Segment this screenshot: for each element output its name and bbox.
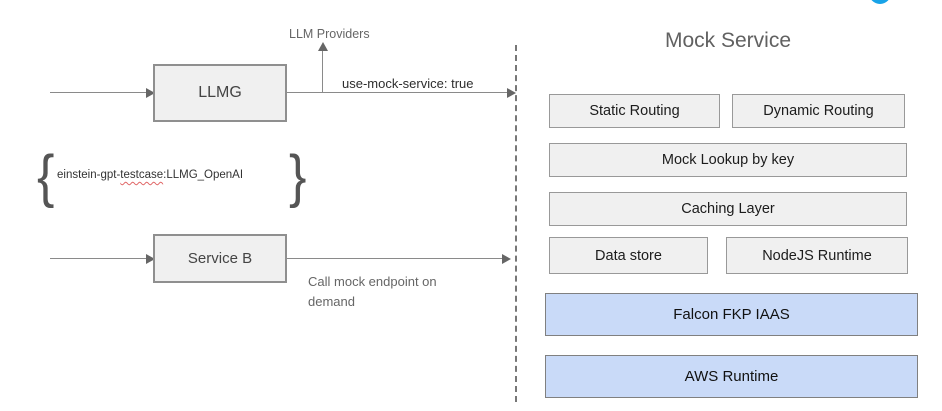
arrowhead-right-icon	[507, 88, 516, 98]
brace-close[interactable]: }	[288, 144, 307, 209]
mock-service-title[interactable]: Mock Service	[664, 29, 792, 52]
falcon-fkp-iaas-label: Falcon FKP IAAS	[673, 306, 790, 323]
collaborator-presence-dot	[869, 0, 891, 4]
caching-layer-box[interactable]: Caching Layer	[549, 192, 907, 226]
llm-providers-label[interactable]: LLM Providers	[289, 27, 370, 41]
arrow-line	[50, 258, 147, 259]
arrow-line	[287, 258, 503, 259]
mock-lookup-box[interactable]: Mock Lookup by key	[549, 143, 907, 177]
arrowhead-right-icon	[146, 88, 155, 98]
arrowhead-right-icon	[502, 254, 511, 264]
mapping-annotation[interactable]: einstein-gpt-testcase:LLMG_OpenAI	[57, 169, 243, 181]
call-mock-endpoint-label[interactable]: Call mock endpoint on demand	[308, 274, 437, 309]
arrow-line	[287, 92, 508, 93]
separator-dashed-line[interactable]	[515, 45, 517, 402]
data-store-label: Data store	[595, 247, 662, 264]
nodejs-runtime-box[interactable]: NodeJS Runtime	[726, 237, 908, 274]
mapping-suffix: :LLMG_OpenAI	[163, 169, 244, 181]
nodejs-runtime-label: NodeJS Runtime	[762, 247, 872, 264]
llmg-label: LLMG	[198, 84, 242, 101]
static-routing-box[interactable]: Static Routing	[549, 94, 720, 128]
llmg-box[interactable]: LLMG	[153, 64, 287, 122]
use-mock-service-label[interactable]: use-mock-service: true	[342, 76, 474, 91]
service-b-label: Service B	[187, 250, 253, 267]
dynamic-routing-label: Dynamic Routing	[763, 103, 874, 119]
arrowhead-right-icon	[146, 254, 155, 264]
aws-runtime-box[interactable]: AWS Runtime	[545, 355, 918, 398]
arrowhead-up-icon	[318, 42, 328, 51]
mapping-prefix: einstein-gpt-	[57, 169, 121, 181]
mapping-misspelled-word: testcase	[120, 169, 164, 181]
brace-open[interactable]: {	[36, 144, 55, 209]
dynamic-routing-box[interactable]: Dynamic Routing	[732, 94, 905, 128]
aws-runtime-label: AWS Runtime	[684, 368, 779, 385]
falcon-fkp-iaas-box[interactable]: Falcon FKP IAAS	[545, 293, 918, 336]
mock-lookup-label: Mock Lookup by key	[661, 152, 795, 168]
caching-layer-label: Caching Layer	[681, 201, 775, 217]
data-store-box[interactable]: Data store	[549, 237, 708, 274]
arrow-line	[50, 92, 147, 93]
static-routing-label: Static Routing	[589, 103, 680, 119]
service-b-box[interactable]: Service B	[153, 234, 287, 283]
arrow-line	[322, 50, 323, 93]
